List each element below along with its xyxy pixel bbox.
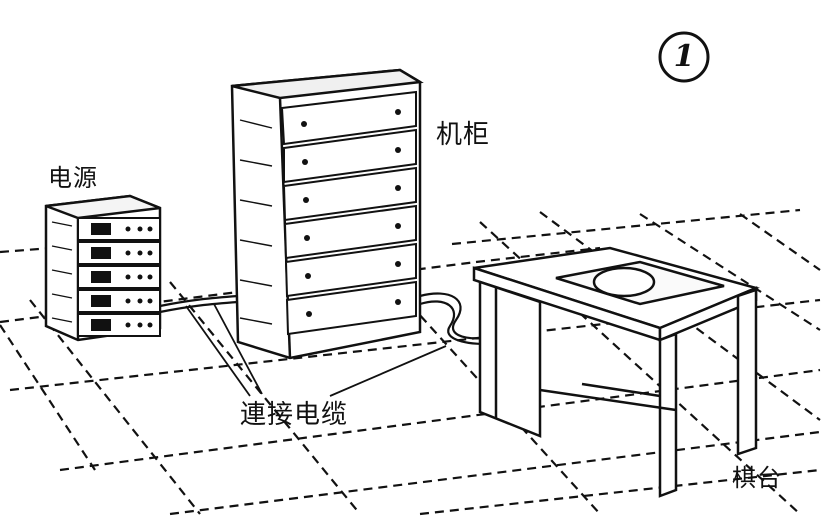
cabinet-label: 机柜 bbox=[436, 120, 491, 150]
connecting-cables bbox=[159, 292, 487, 346]
power-supply-label: 电源 bbox=[48, 164, 98, 192]
leader-lines bbox=[185, 303, 447, 397]
connecting-cable-label: 連接电缆 bbox=[240, 400, 349, 430]
figure-number: 1 bbox=[673, 39, 695, 74]
figure-number-badge bbox=[658, 31, 710, 83]
power-supply-stack bbox=[44, 194, 162, 342]
console-desk bbox=[472, 246, 760, 498]
cabinet bbox=[230, 68, 424, 360]
console-desk-label: 棋台 bbox=[732, 464, 782, 492]
